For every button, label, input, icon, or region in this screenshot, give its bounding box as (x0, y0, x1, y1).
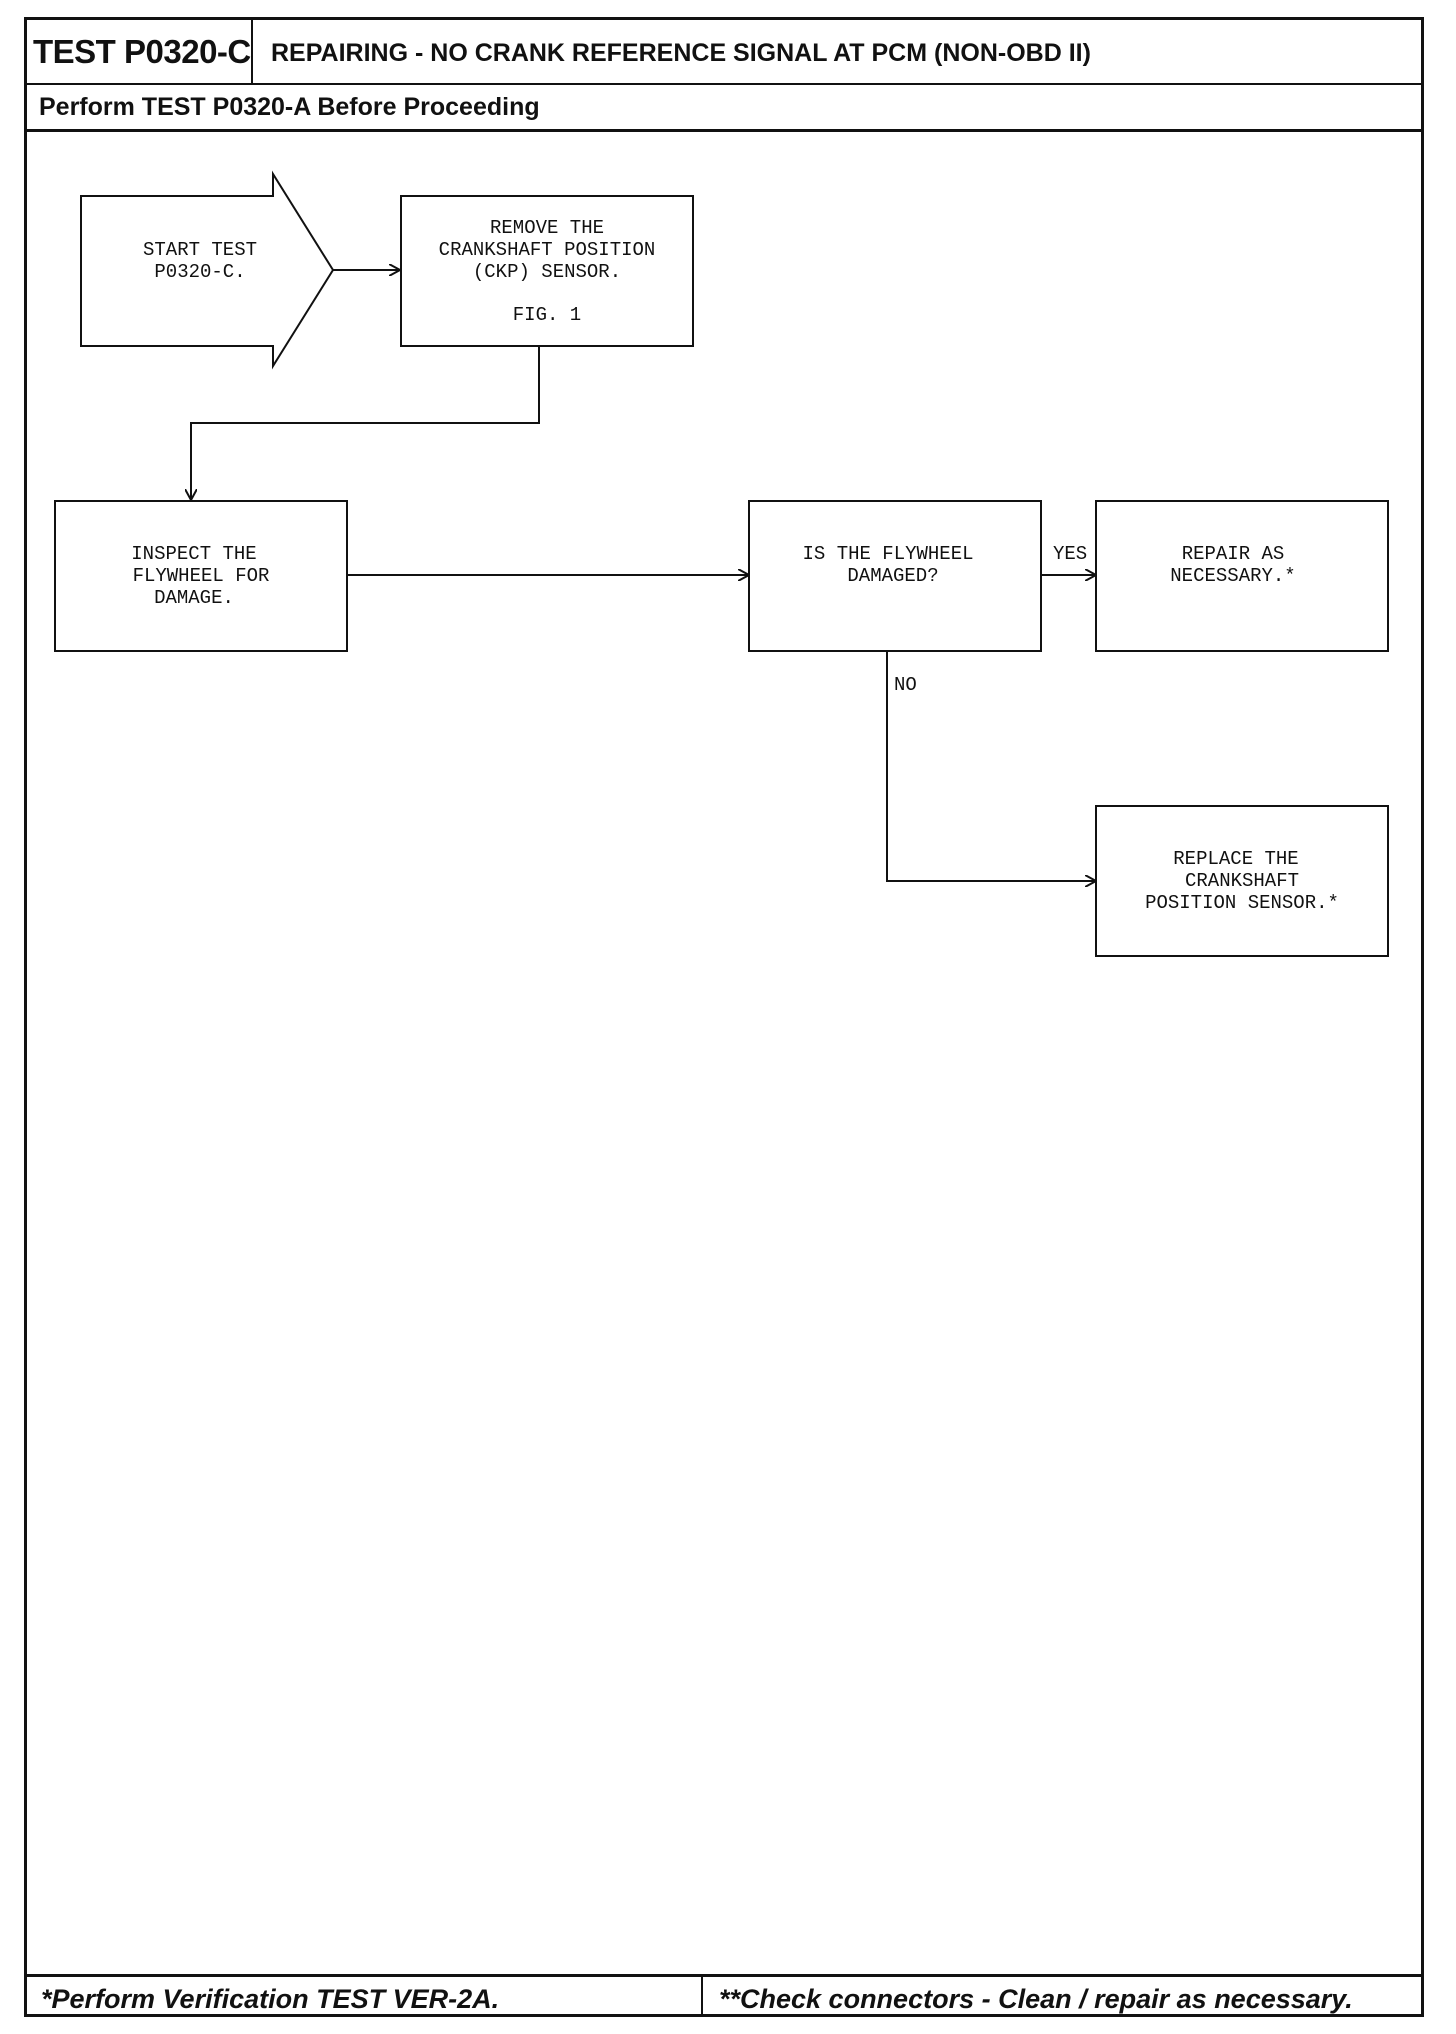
repair-line-1: REPAIR AS (1182, 543, 1285, 565)
yes-label: YES (1053, 543, 1087, 565)
inspect-line-2: FLYWHEEL FOR (133, 565, 270, 587)
subheader-row: Perform TEST P0320-A Before Proceeding (27, 83, 1421, 132)
start-line-2: P0320-C. (154, 261, 245, 283)
inspect-flywheel-step: INSPECT THE FLYWHEEL FOR DAMAGE. (54, 500, 348, 652)
figure-reference: FIG. 1 (513, 304, 581, 326)
replace-sensor-step: REPLACE THE CRANKSHAFT POSITION SENSOR.* (1095, 805, 1389, 957)
decision-line-1: IS THE FLYWHEEL (802, 543, 973, 565)
test-title: REPAIRING - NO CRANK REFERENCE SIGNAL AT… (271, 39, 1091, 67)
remove-sensor-step: REMOVE THE CRANKSHAFT POSITION (CKP) SEN… (400, 195, 694, 347)
start-node: START TEST P0320-C. (80, 170, 335, 370)
test-sheet-frame: TEST P0320-C REPAIRING - NO CRANK REFERE… (24, 17, 1424, 2017)
footer-connector-note: **Check connectors - Clean / repair as n… (719, 1984, 1353, 2014)
test-id: TEST P0320-C (27, 20, 253, 83)
no-label: NO (894, 674, 917, 696)
replace-line-3: POSITION SENSOR.* (1145, 892, 1339, 914)
flywheel-damaged-decision: IS THE FLYWHEEL DAMAGED? (748, 500, 1042, 652)
remove-line-1: REMOVE THE (490, 217, 604, 239)
inspect-line-3: DAMAGE. (154, 587, 234, 609)
remove-line-3: (CKP) SENSOR. (473, 261, 621, 283)
remove-line-2: CRANKSHAFT POSITION (439, 239, 656, 261)
start-line-1: START TEST (143, 239, 257, 261)
header-row: TEST P0320-C REPAIRING - NO CRANK REFERE… (27, 20, 1421, 85)
arrow-no-branch (886, 651, 1096, 881)
footer-verification-note: *Perform Verification TEST VER-2A. (27, 1977, 703, 2017)
inspect-line-1: INSPECT THE (131, 543, 256, 565)
repair-step: REPAIR AS NECESSARY.* (1095, 500, 1389, 652)
replace-line-2: CRANKSHAFT (1185, 870, 1299, 892)
repair-line-2: NECESSARY.* (1170, 565, 1295, 587)
prerequisite-note: Perform TEST P0320-A Before Proceeding (39, 93, 540, 121)
footer-row: *Perform Verification TEST VER-2A. **Che… (27, 1974, 1421, 2017)
arrow-remove-to-inspect (191, 346, 540, 500)
replace-line-1: REPLACE THE (1173, 848, 1298, 870)
decision-line-2: DAMAGED? (847, 565, 938, 587)
